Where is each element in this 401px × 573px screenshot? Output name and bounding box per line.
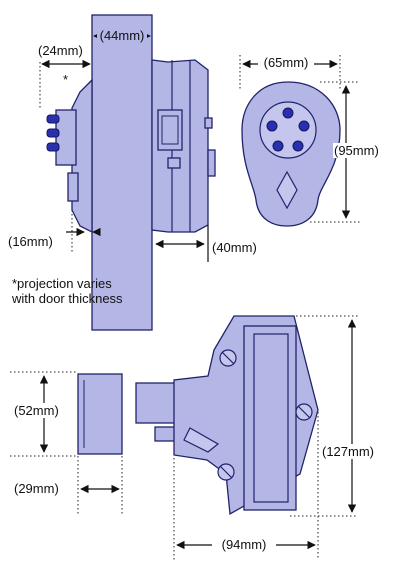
note-line-1: *projection varies bbox=[12, 276, 112, 291]
latch-slot bbox=[167, 157, 181, 169]
top-left-projection-label: (24mm) bbox=[38, 43, 83, 58]
right-projection-label: (40mm) bbox=[212, 240, 257, 255]
button-icon bbox=[46, 114, 60, 124]
key-button-icon bbox=[292, 140, 304, 152]
face-height-label: (95mm) bbox=[334, 143, 379, 158]
front-face-view: (65mm) (95mm) bbox=[239, 55, 393, 227]
asterisk-mark: * bbox=[63, 72, 68, 87]
latch-body bbox=[135, 382, 177, 424]
block-height-label: (52mm) bbox=[14, 403, 59, 418]
key-button-icon bbox=[282, 107, 294, 119]
key-button-icon bbox=[266, 120, 278, 132]
note-line-2: with door thickness bbox=[11, 291, 123, 306]
side-screw bbox=[204, 117, 213, 129]
handle-knob bbox=[67, 172, 79, 202]
side-tab bbox=[207, 149, 216, 177]
strike-block bbox=[77, 373, 123, 455]
lever-handle bbox=[183, 427, 220, 453]
bottom-view: (52mm) (29mm) (127mm) (94mm) bbox=[10, 315, 390, 560]
block-width-label: (29mm) bbox=[14, 481, 59, 496]
side-view: (44mm) (24mm) * (16mm) (40mm) bbox=[8, 14, 257, 331]
door-panel bbox=[91, 14, 153, 331]
bottom-left-projection-label: (16mm) bbox=[8, 234, 53, 249]
key-button-icon bbox=[298, 120, 310, 132]
handle-diamond bbox=[276, 170, 298, 210]
plate-height-label: (127mm) bbox=[322, 444, 374, 459]
top-width-label: (44mm) bbox=[100, 28, 145, 43]
key-button-icon bbox=[272, 140, 284, 152]
plate-inner-frame bbox=[243, 325, 297, 511]
face-width-label: (65mm) bbox=[264, 55, 309, 70]
button-icon bbox=[46, 128, 60, 138]
plate-width-label: (94mm) bbox=[222, 537, 267, 552]
button-icon bbox=[46, 142, 60, 152]
